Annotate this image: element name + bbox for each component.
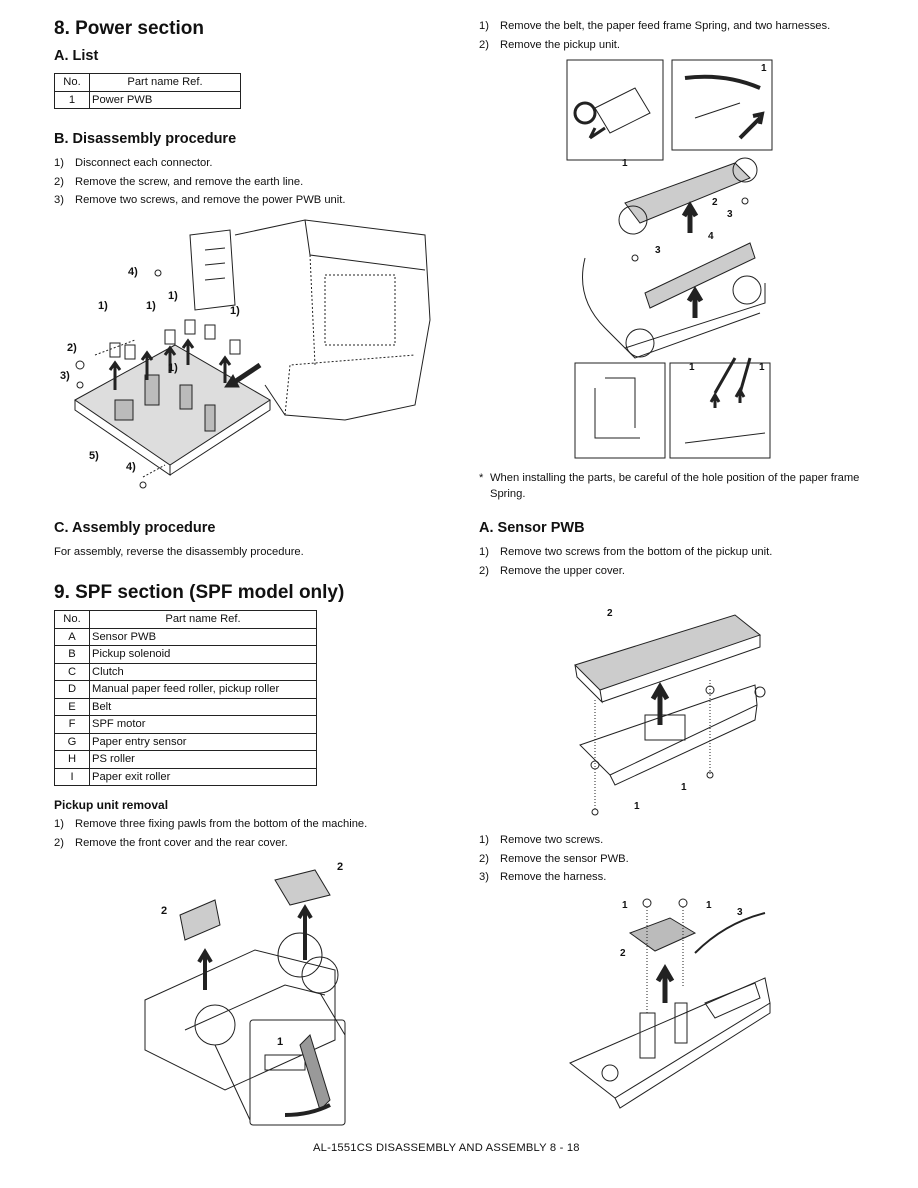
fig-label: 2 [337,861,344,873]
fig-label: 4) [126,461,136,473]
fig-label: 4 [708,231,714,242]
fig-label: 4) [128,266,138,278]
fig-label: 1 [277,1036,284,1048]
pickup-heading: Pickup unit removal [54,798,169,812]
list-item: 2)Remove the upper cover. [479,564,625,577]
fig-label: 1) [230,305,240,317]
sensor-steps-2: 1)Remove two screws. 2)Remove the sensor… [479,834,629,890]
fig-label: 1 [689,362,695,373]
upper-cover-figure [574,614,766,816]
col-part-name: Part name Ref. [89,73,241,92]
pickup-steps: 1)Remove three fixing pawls from the bot… [54,818,367,855]
fig-label: 1 [759,362,765,373]
fig-label: 1 [681,782,687,793]
list-item: 2)Remove the front cover and the rear co… [54,836,288,849]
fig-label: 3 [737,907,743,918]
section-8-title: 8. Power section [54,18,204,39]
col-part-name: Part name Ref. [89,610,317,629]
list-item: 2)Remove the sensor PWB. [479,852,629,865]
list-item: 2)Remove the screw, and remove the earth… [54,175,304,188]
pickup-unit-figure [566,59,773,459]
installation-note: * When installing the parts, be careful … [479,470,879,502]
list-item: 1)Remove the belt, the paper feed frame … [479,20,831,32]
pickup-unit-steps: 1)Remove the belt, the paper feed frame … [479,20,830,57]
fig-label: 1) [168,362,178,374]
assembly-heading: C. Assembly procedure [54,520,216,536]
cover-removal-figure [144,869,346,1126]
fig-label: 3 [655,245,661,256]
note-text: When installing the parts, be careful of… [490,472,860,500]
list-heading: A. List [54,48,99,64]
fig-label: 3 [727,209,733,220]
fig-label: 1 [622,900,628,911]
fig-label: 2 [620,948,626,959]
fig-label: 2 [607,608,613,619]
note-bullet: * [479,472,484,484]
fig-label: 1) [168,290,178,302]
section-9-title: 9. SPF section (SPF model only) [54,582,345,603]
list-item: 2)Remove the pickup unit. [479,38,621,51]
fig-label: 1 [634,801,640,812]
fig-label: 1 [761,63,767,74]
page-footer: AL-1551CS DISASSEMBLY AND ASSEMBLY 8 - 1… [313,1142,580,1154]
fig-label: 2) [67,342,77,354]
disassembly-steps: 1)Disconnect each connector. 2)Remove th… [54,157,345,213]
assembly-text: For assembly, reverse the disassembly pr… [54,546,304,558]
sensor-pwb-heading: A. Sensor PWB [479,520,585,536]
col-no: No. [54,73,90,92]
fig-label: 1 [706,900,712,911]
fig-label: 5) [89,450,99,462]
list-item: 1)Remove three fixing pawls from the bot… [54,818,368,830]
fig-label: 2 [161,905,168,917]
table-row: 1 Power PWB [54,90,241,109]
list-item: 1)Remove two screws. [479,834,604,846]
col-no: No. [54,610,90,629]
power-pwb-figure [74,219,431,489]
sensor-pwb-figure [569,898,771,1109]
disassembly-heading: B. Disassembly procedure [54,131,237,147]
cell-no: 1 [54,90,90,109]
fig-label: 2 [712,197,718,208]
fig-label: 1) [98,300,108,312]
power-parts-table: No. Part name Ref. 1 Power PWB [54,73,241,109]
fig-label: 1 [622,158,628,169]
list-item: 3)Remove two screws, and remove the powe… [54,194,346,206]
cell-part: Power PWB [89,90,241,109]
fig-label: 1) [146,300,156,312]
list-item: 1)Remove two screws from the bottom of t… [479,546,773,558]
list-item: 3)Remove the harness. [479,871,607,883]
fig-label: 3) [60,370,70,382]
sensor-steps: 1)Remove two screws from the bottom of t… [479,546,772,583]
list-item: 1)Disconnect each connector. [54,157,213,169]
